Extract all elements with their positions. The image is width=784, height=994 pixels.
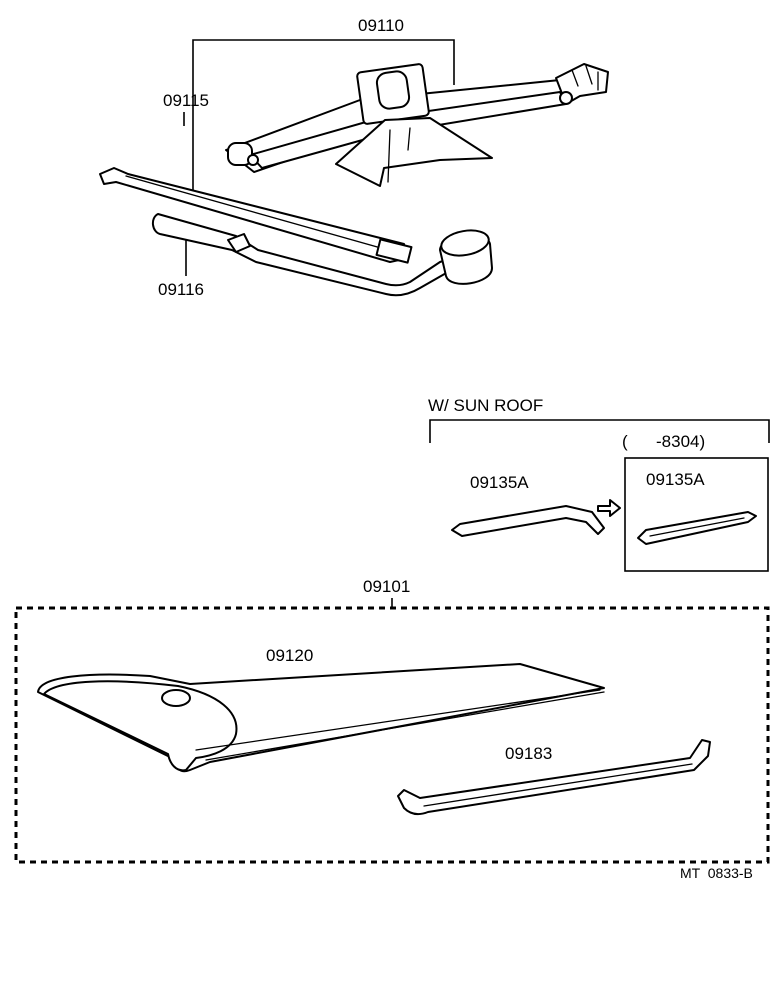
snap-button [161,689,191,707]
label-09120: 09120 [266,646,313,665]
label-09135a-left: 09135A [470,473,529,492]
tool-bag [37,663,605,773]
sunroof-tool-old [637,511,757,545]
tool-bag-frame [14,606,770,864]
bracket-09110 [192,39,455,192]
jack-group: 09110 09115 [99,16,609,299]
sunroof-group: W/ SUN ROOF ( -8304) 09135A 09135A [428,396,770,572]
figure-code: MT 0833-B [680,865,753,881]
arrow-icon [597,499,621,517]
lug-wrench [152,213,493,297]
jack-handle [99,167,413,264]
label-09110: 09110 [358,16,404,35]
tire-lever [397,739,711,816]
date-range: ( -8304) [622,432,705,451]
label-09135a-right: 09135A [646,470,705,489]
label-09116: 09116 [158,280,204,299]
tool-bag-group: 09101 09120 09183 MT 0833-B [14,577,770,881]
label-09183: 09183 [505,744,552,763]
sunroof-note: W/ SUN ROOF [428,396,543,415]
sunroof-bracket [429,419,770,443]
sunroof-handle-tool [451,505,605,537]
scissor-jack [225,63,609,187]
inset-box [624,457,769,572]
label-09101: 09101 [363,577,410,596]
label-09115: 09115 [163,91,209,110]
